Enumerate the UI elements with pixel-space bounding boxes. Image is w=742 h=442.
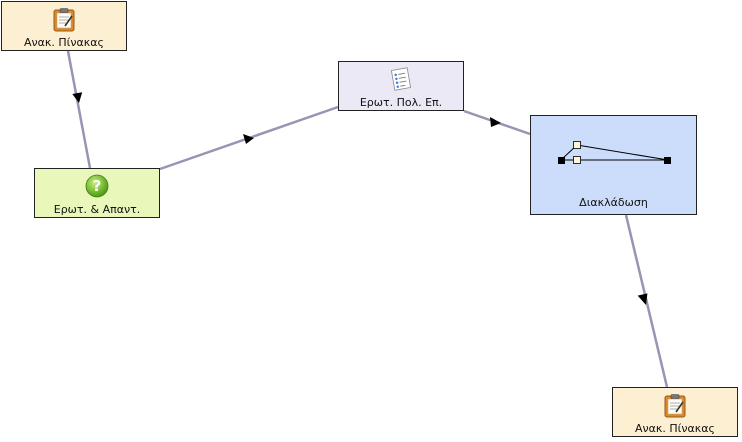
edge-board-top-to-qa[interactable] xyxy=(66,50,92,169)
node-label: Ερωτ. Πολ. Επ. xyxy=(359,96,443,109)
svg-text:?: ? xyxy=(93,177,102,195)
node-branching[interactable]: Διακλάδωση xyxy=(530,115,697,215)
checklist-icon xyxy=(390,67,412,91)
question-icon: ? xyxy=(85,174,109,198)
node-label: Ανακ. Πίνακας xyxy=(24,36,104,49)
node-question-answer[interactable]: ? Ερωτ. & Απαντ. xyxy=(34,168,160,218)
node-label: Ερωτ. & Απαντ. xyxy=(53,203,141,216)
node-noticeboard-bottom[interactable]: Ανακ. Πίνακας xyxy=(612,387,738,437)
node-multiple-choice[interactable]: Ερωτ. Πολ. Επ. xyxy=(338,61,464,111)
node-label: Διακλάδωση xyxy=(579,196,648,209)
clipboard-icon xyxy=(53,8,75,32)
clipboard-icon xyxy=(664,394,686,418)
edge-mcq-to-branch[interactable] xyxy=(463,109,531,136)
branching-icon xyxy=(558,141,671,164)
node-label: Ανακ. Πίνακας xyxy=(635,422,715,435)
edge-qa-to-mcq[interactable] xyxy=(159,105,339,171)
edge-branch-to-board-bottom[interactable] xyxy=(624,214,669,388)
node-noticeboard-top[interactable]: Ανακ. Πίνακας xyxy=(1,1,127,51)
